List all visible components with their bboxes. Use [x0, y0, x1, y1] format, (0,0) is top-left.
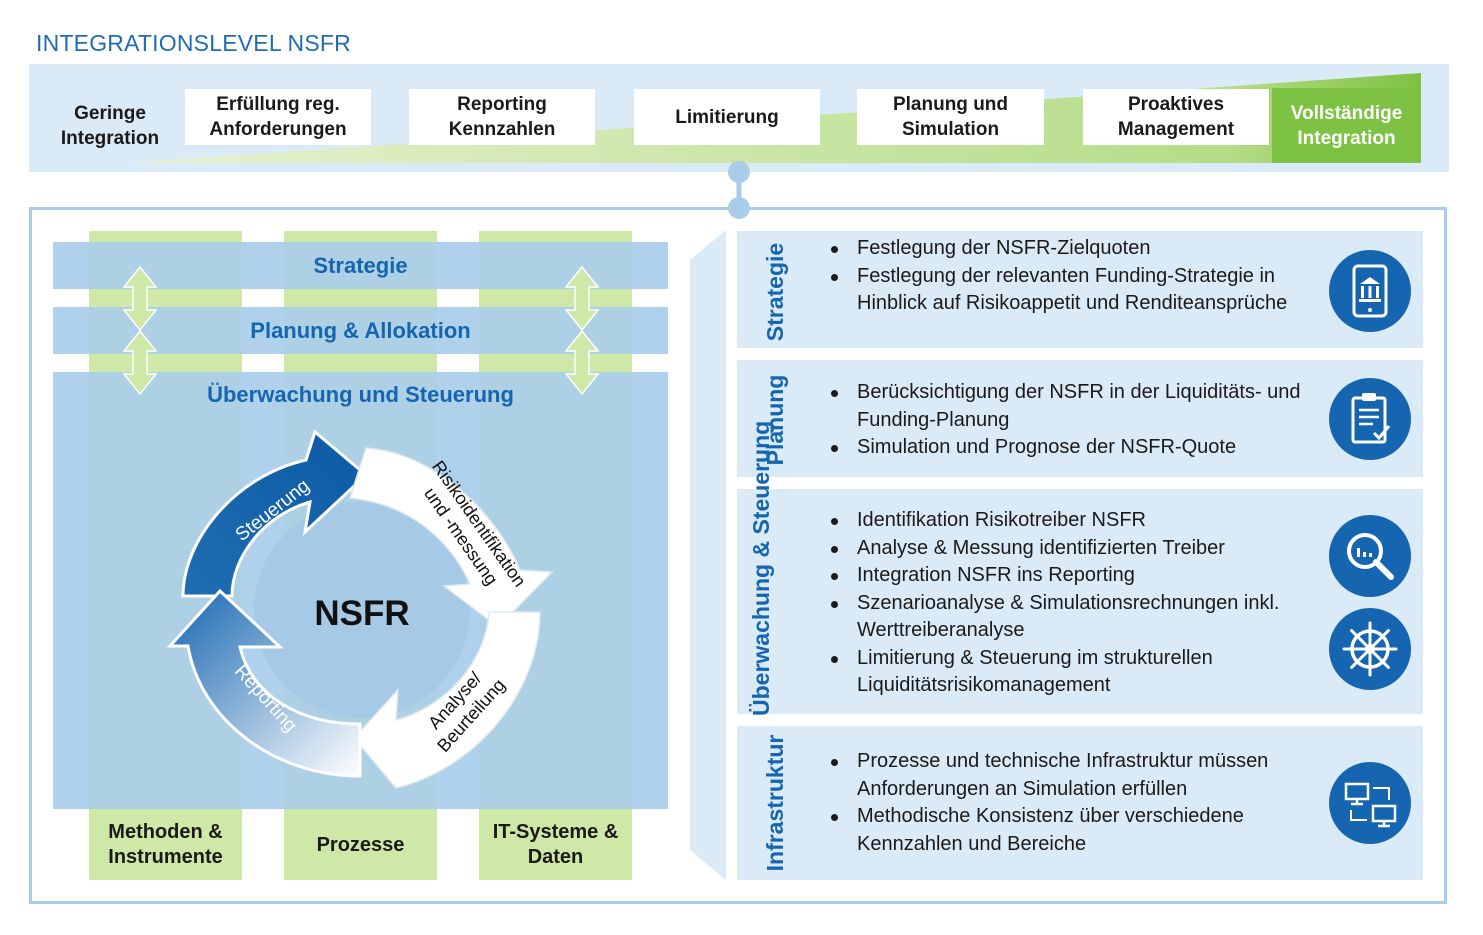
bullet-item: Identifikation Risikotreiber NSFR	[829, 507, 1309, 535]
panel-strategie	[737, 231, 1423, 348]
panel-label-infrastruktur: Infrastruktur	[762, 734, 788, 872]
panel-ueberwachung	[737, 489, 1423, 714]
bullet-item: Simulation und Prognose der NSFR-Quote	[829, 434, 1309, 462]
level-step-5: Proaktives Management	[1083, 89, 1269, 145]
page-title: INTEGRATIONSLEVEL NSFR	[36, 30, 351, 56]
bullet-item: Prozesse und technische Infrastruktur mü…	[829, 748, 1329, 803]
ship-wheel-icon	[1329, 608, 1411, 690]
content-frame	[29, 207, 1447, 904]
band-ueberwachung-steuerung: Überwachung und Steuerung	[207, 381, 514, 407]
level-step-2: Reporting Kennzahlen	[409, 89, 595, 145]
bullet-item: Integration NSFR ins Reporting	[829, 562, 1309, 590]
panel-planung	[737, 360, 1423, 477]
level-end-label: Vollständige Integration	[1290, 103, 1403, 149]
bullet-item: Festlegung der NSFR-Zielquoten	[829, 235, 1299, 263]
pillar-prozesse: Prozesse	[284, 810, 437, 880]
bracket	[690, 230, 726, 880]
monitors-icon	[1329, 762, 1411, 844]
double-arrow-right-icon	[564, 265, 600, 396]
nsfr-cycle	[166, 429, 554, 789]
bullets-planung: Berücksichtigung der NSFR in der Liquidi…	[829, 379, 1309, 462]
cycle-center-label: NSFR	[314, 594, 410, 633]
panel-infrastruktur	[737, 726, 1423, 880]
magnifier-chart-icon	[1329, 515, 1411, 597]
panel-label-ueberwachung: Überwachung & Steuerung	[748, 420, 774, 716]
bullet-item: Methodische Konsistenz über verschiedene…	[829, 803, 1329, 858]
band-strategie: Strategie	[53, 242, 668, 289]
bullet-item: Festlegung der relevanten Funding-Strate…	[829, 263, 1299, 318]
bullets-infrastruktur: Prozesse und technische Infrastruktur mü…	[829, 748, 1329, 858]
bullets-strategie: Festlegung der NSFR-Zielquoten Festlegun…	[829, 235, 1299, 318]
bullets-ueberwachung: Identifikation Risikotreiber NSFR Analys…	[829, 507, 1309, 700]
bullet-item: Analyse & Messung identifizierten Treibe…	[829, 535, 1309, 563]
bullet-item: Szenarioanalyse & Simulationsrechnungen …	[829, 590, 1309, 645]
level-step-3: Limitierung	[634, 89, 820, 145]
level-step-1: Erfüllung reg. Anforderungen	[185, 89, 371, 145]
level-start-label: Geringe Integration	[60, 103, 160, 149]
bullet-item: Limitierung & Steuerung im strukturellen…	[829, 645, 1309, 700]
bullet-item: Berücksichtigung der NSFR in der Liquidi…	[829, 379, 1309, 434]
clipboard-check-icon	[1329, 378, 1411, 460]
pillar-methoden: Methoden & Instrumente	[89, 810, 242, 880]
bank-tablet-icon	[1329, 250, 1411, 332]
level-step-4: Planung und Simulation	[857, 89, 1044, 145]
band-planung-allokation: Planung & Allokation	[53, 307, 668, 354]
panel-label-strategie: Strategie	[762, 242, 788, 342]
pillar-it-systeme: IT-Systeme & Daten	[479, 810, 632, 880]
double-arrow-left-icon	[122, 265, 158, 396]
